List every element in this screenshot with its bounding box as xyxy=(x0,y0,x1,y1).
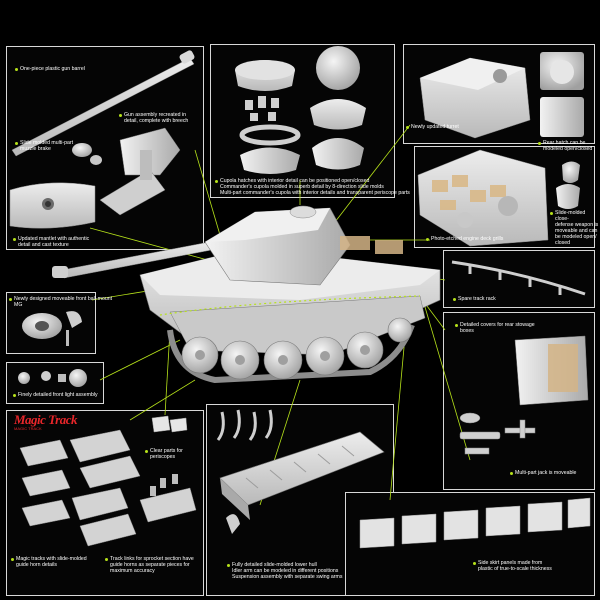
caption-stowage-line1: Detailed covers for rear stowage xyxy=(460,322,535,328)
caption-lower-hull-line2: Idler arm can be modeled in different po… xyxy=(232,568,339,574)
gun-barrel-icon xyxy=(11,50,195,157)
muzzle-brake-icon xyxy=(72,143,102,165)
caption-stowage-line2: boxes xyxy=(460,328,474,334)
caption-rear-hatch: Rear hatch can be modeled open/closed xyxy=(537,140,593,152)
caption-lower-hull-line3: Suspension assembly with separate swing … xyxy=(232,574,343,580)
caption-magic-tracks-line2: guide horn details xyxy=(16,562,57,568)
caption-periscopes-line2: periscopes xyxy=(150,454,176,460)
caption-side-skirt-line2: plastic of true-to-scale thickness xyxy=(478,566,552,572)
magic-track-logo-sub: MAGIC TRACK xyxy=(14,426,42,431)
panel-spare-track xyxy=(443,250,595,308)
caption-muzzle-line2: muzzle brake xyxy=(20,146,51,152)
caption-close-def-line5: closed xyxy=(555,240,570,246)
caption-magic-tracks: Magic tracks with slide-molded guide hor… xyxy=(11,556,87,568)
caption-gun-assembly-line2: detail, complete with breech xyxy=(124,118,189,124)
cupola-parts-icon xyxy=(235,46,366,174)
front-light-icon xyxy=(18,369,87,387)
caption-magic-tracks-line1: Magic tracks with slide-molded xyxy=(16,556,87,562)
lower-hull-icon xyxy=(216,409,385,534)
caption-ball-mount: Newly designed moveable front ball-mount… xyxy=(8,296,113,308)
caption-cupola-line3: Multi-part commander's cupola with inter… xyxy=(220,190,410,196)
caption-rear-hatch-line1: Rear hatch can be xyxy=(543,140,586,146)
caption-ball-mount-line1: Newly designed moveable front ball-mount xyxy=(14,296,113,302)
caption-lower-hull-line1: Fully detailed slide-molded lower hull xyxy=(232,562,317,568)
caption-cupola-line1: Cupola hatches with interior detail can … xyxy=(220,178,370,184)
caption-side-skirts: Side skirt panels made from plastic of t… xyxy=(473,560,552,572)
mantlet-icon xyxy=(9,182,96,229)
guide-horn-icon xyxy=(150,474,178,496)
caption-rear-hatch-line2: modeled open/closed xyxy=(543,146,593,152)
caption-close-def-line1: Slide-molded close- xyxy=(555,210,586,222)
spare-track-rack-icon xyxy=(451,260,586,296)
caption-close-def-line3: moveable and can xyxy=(555,228,598,234)
caption-periscopes-line1: Clear parts for xyxy=(150,448,183,454)
gun-breech-icon xyxy=(99,127,181,216)
caption-muzzle-brake: Slide molded multi-part muzzle brake xyxy=(14,140,74,152)
caption-close-defense: Slide-molded close- defense weapon is mo… xyxy=(550,210,600,246)
caption-close-def-line2: defense weapon is xyxy=(555,222,599,228)
caption-mantlet-line1: Updated mantlet with authentic xyxy=(18,236,90,242)
ball-mount-mg-icon xyxy=(22,311,82,346)
caption-turret: Newly updated turret xyxy=(406,124,459,130)
tank-model-icon xyxy=(52,205,441,384)
caption-side-skirt-line1: Side skirt panels made from xyxy=(478,560,543,566)
caption-cupola: Cupola hatches with interior detail can … xyxy=(215,178,410,196)
caption-spare-track: Spare track rack xyxy=(453,296,496,302)
turret-icon xyxy=(419,52,584,139)
caption-track-links-line3: maximum accuracy xyxy=(110,568,155,574)
caption-lower-hull: Fully detailed slide-molded lower hull I… xyxy=(226,562,343,580)
magic-track-logo: Magic Track xyxy=(14,412,77,427)
stowage-box-icon xyxy=(514,335,589,406)
caption-close-def-line4: be modeled open/ xyxy=(555,234,597,240)
caption-cupola-line2: Commander's cupola molded in superb deta… xyxy=(220,184,384,190)
caption-gun-assembly-line1: Gun assembly recreated in xyxy=(124,112,186,118)
caption-track-links-line2: guide horns as separate pieces for xyxy=(110,562,190,568)
jack-icon xyxy=(459,412,536,455)
caption-gun-barrel: One-piece plastic gun barrel xyxy=(15,66,85,72)
caption-mantlet-line2: detail and cast texture xyxy=(18,242,69,248)
caption-track-links: Track links for sprocket section have gu… xyxy=(105,556,194,574)
caption-front-light: Finely detailed front light assembly xyxy=(13,392,98,398)
caption-ball-mount-line2: MG xyxy=(14,302,23,308)
caption-track-links-line1: Track links for sprocket section have xyxy=(110,556,194,562)
caption-gun-assembly: Gun assembly recreated in detail, comple… xyxy=(118,112,189,124)
caption-stowage: Detailed covers for rear stowage boxes xyxy=(455,322,535,334)
caption-pe-grills: Photo-etched engine deck grills xyxy=(425,236,504,242)
caption-muzzle-line1: Slide molded multi-part xyxy=(20,140,74,146)
periscope-parts-icon xyxy=(151,415,188,433)
magic-track-links-icon xyxy=(19,429,197,547)
caption-jack: Multi-part jack is moveable xyxy=(509,470,577,476)
engine-deck-icon xyxy=(417,149,580,247)
caption-mantlet: Updated mantlet with authentic detail an… xyxy=(12,236,90,248)
side-skirt-panels-icon xyxy=(359,497,591,549)
caption-periscopes: Clear parts for periscopes xyxy=(145,448,183,460)
